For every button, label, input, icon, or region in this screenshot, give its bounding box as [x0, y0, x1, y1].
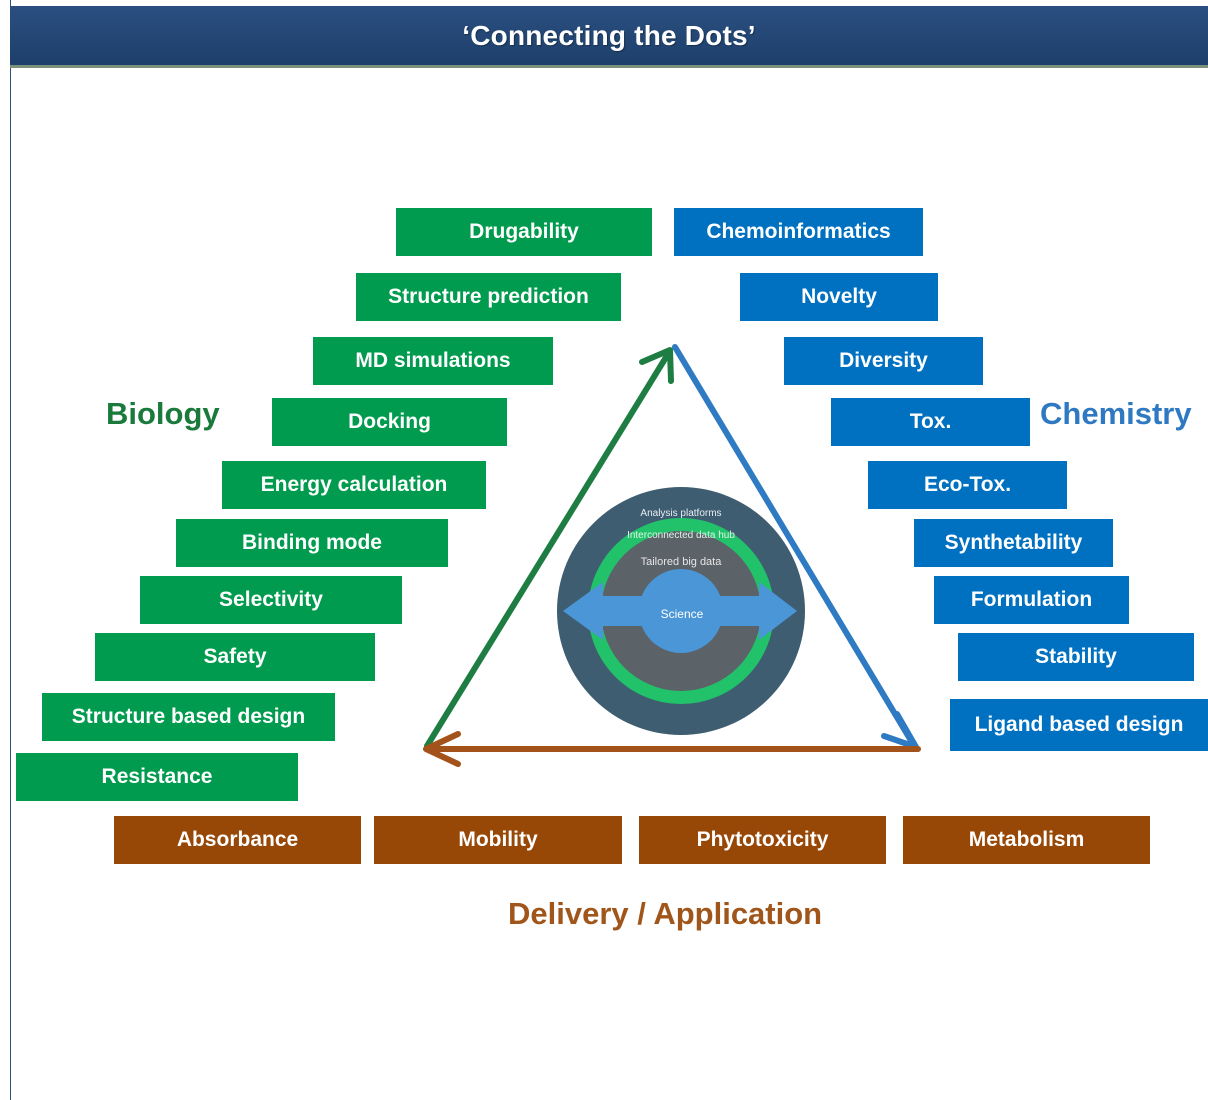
hub-outer-label: Analysis platforms — [640, 508, 721, 519]
biology-item-safety: Safety — [95, 633, 375, 681]
delivery-arrow — [423, 731, 921, 767]
delivery-item-absorbance: Absorbance — [114, 816, 361, 864]
biology-item-selectivity: Selectivity — [140, 576, 402, 624]
biology-item-docking: Docking — [272, 398, 507, 446]
chemistry-item-eco-tox: Eco-Tox. — [868, 461, 1067, 509]
hub-center-label: Science — [661, 607, 704, 621]
biology-item-resistance: Resistance — [16, 753, 298, 801]
delivery-item-phytotoxicity: Phytotoxicity — [639, 816, 886, 864]
biology-arrow — [424, 347, 674, 749]
delivery-item-mobility: Mobility — [374, 816, 622, 864]
biology-item-energy-calculation: Energy calculation — [222, 461, 486, 509]
chemistry-label: Chemistry — [1040, 396, 1192, 431]
slide-title: ‘Connecting the Dots’ — [462, 19, 756, 51]
chemistry-item-diversity: Diversity — [784, 337, 983, 385]
chemistry-item-formulation: Formulation — [934, 576, 1129, 624]
biology-item-structure-prediction: Structure prediction — [356, 273, 621, 321]
biology-item-binding-mode: Binding mode — [176, 519, 448, 567]
hub-middle-label: Interconnected data hub — [627, 530, 735, 541]
delivery-item-metabolism: Metabolism — [903, 816, 1150, 864]
data-hub-circle: Analysis platforms Interconnected data h… — [557, 487, 805, 735]
biology-item-structure-based-design: Structure based design — [42, 693, 335, 741]
biology-item-md-simulations: MD simulations — [313, 337, 553, 385]
chemistry-item-synthetability: Synthetability — [914, 519, 1113, 567]
science-double-arrow-icon — [563, 582, 797, 640]
hub-inner-label: Tailored big data — [641, 556, 723, 568]
chemistry-item-tox: Tox. — [831, 398, 1030, 446]
chemistry-item-ligand-based-design: Ligand based design — [950, 699, 1208, 751]
biology-item-drugability: Drugability — [396, 208, 652, 256]
delivery-label: Delivery / Application — [508, 896, 823, 931]
chemistry-item-chemoinformatics: Chemoinformatics — [674, 208, 923, 256]
chemistry-item-novelty: Novelty — [740, 273, 938, 321]
biology-label: Biology — [106, 396, 220, 431]
chemistry-item-stability: Stability — [958, 633, 1194, 681]
slide-frame — [10, 0, 1208, 1100]
title-bar: ‘Connecting the Dots’ — [10, 6, 1208, 68]
